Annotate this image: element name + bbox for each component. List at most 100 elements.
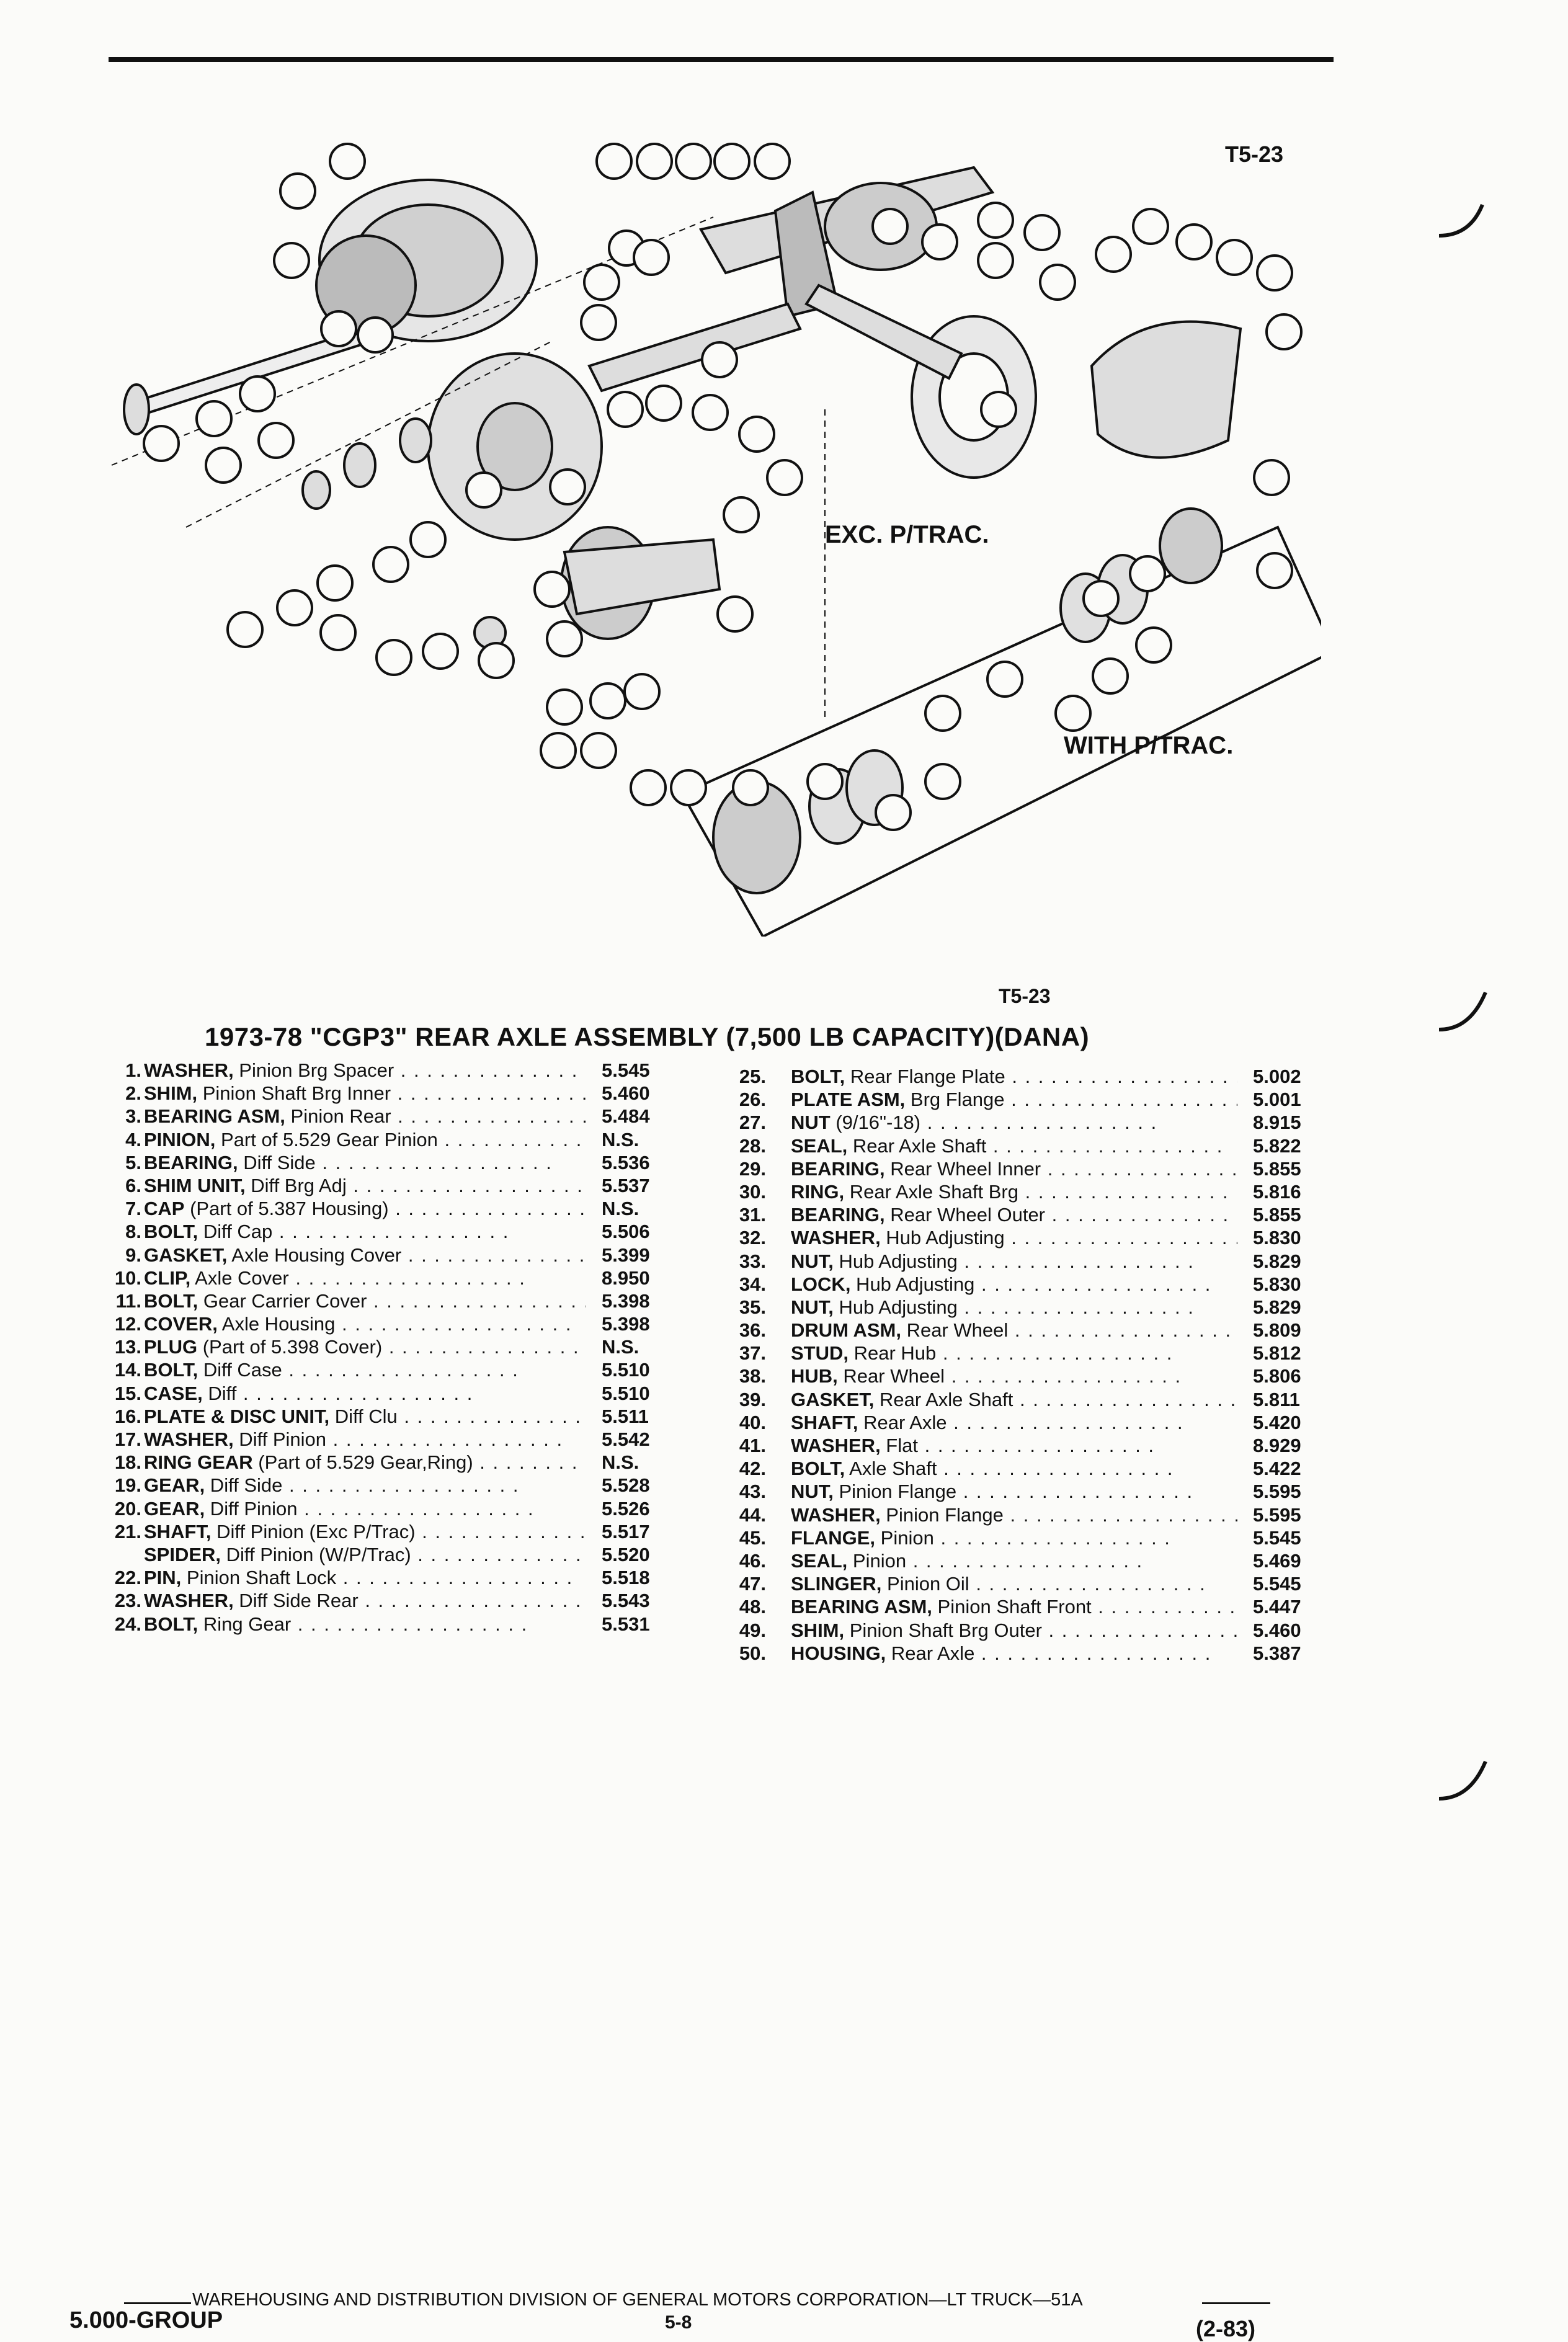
leader-dots: . . . . . . . . . . . . . . . . . . [282,1474,520,1497]
part-description: GEAR, Diff Side . . . . . . . . . . . . … [144,1474,586,1497]
parts-list-row: 49.SHIM, Pinion Shaft Brg Outer . . . . … [723,1619,1321,1642]
leader-dots: . . . . . . . . . . . . . . . . . . [974,1642,1212,1664]
part-name: GASKET, [791,1388,875,1410]
part-detail: Rear Axle Shaft [874,1388,1013,1410]
part-detail: Pinion Oil [881,1573,969,1595]
group-number: 5.469 [1253,1549,1301,1572]
part-detail: Diff Side [238,1151,316,1173]
group-number: 5.510 [602,1359,650,1381]
part-number: 8. [125,1221,141,1243]
part-description: NUT, Hub Adjusting . . . . . . . . . . .… [791,1296,1237,1319]
parts-list-row: 19.GEAR, Diff Side . . . . . . . . . . .… [93,1474,670,1497]
parts-list-row: 1.WASHER, Pinion Brg Spacer . . . . . . … [93,1059,670,1082]
part-number: 11. [115,1289,141,1312]
part-description: LOCK, Hub Adjusting . . . . . . . . . . … [791,1273,1237,1296]
part-name: STUD, [791,1342,849,1365]
parts-list-row: 35.NUT, Hub Adjusting . . . . . . . . . … [723,1296,1321,1319]
part-detail: Diff Clu [329,1405,398,1427]
parts-list-row: 9.GASKET, Axle Housing Cover . . . . . .… [93,1244,670,1267]
part-number: 14. [114,1359,141,1381]
part-detail: Rear Axle Shaft [847,1134,987,1157]
part-description: CLIP, Axle Cover . . . . . . . . . . . .… [144,1267,586,1289]
group-number: 5.460 [602,1082,650,1105]
parts-list-row: 22.PIN, Pinion Shaft Lock . . . . . . . … [93,1566,670,1589]
parts-list-row: 43.NUT, Pinion Flange . . . . . . . . . … [723,1480,1321,1503]
part-description: WASHER, Pinion Brg Spacer . . . . . . . … [144,1059,586,1082]
leader-dots: . . . . . . . . . . . . . . . . . . [272,1221,510,1243]
leader-dots: . . . . . . . . . . . . . . . . . . [335,1313,572,1335]
leader-dots: . . . . . . . . . . . . . . . . . . [1048,1619,1237,1641]
part-detail: Pinion Shaft Brg Inner [197,1082,391,1105]
leader-dots: . . . . . . . . . . . . . . . . . . [326,1428,564,1450]
part-number: 18. [114,1451,141,1474]
group-number: 5.816 [1253,1180,1301,1203]
leader-dots: . . . . . . . . . . . . . . . . . . [969,1573,1206,1595]
part-name: BOLT, [791,1066,845,1087]
group-number: 5.528 [602,1474,650,1497]
part-description: WASHER, Diff Pinion . . . . . . . . . . … [144,1428,586,1451]
leader-dots: . . . . . . . . . . . . . . . . . . [957,1296,1195,1318]
group-number: 5.399 [602,1244,650,1266]
part-description: WASHER, Flat . . . . . . . . . . . . . .… [791,1434,1237,1457]
parts-list-row: 23.WASHER, Diff Side Rear . . . . . . . … [93,1589,670,1612]
part-name: GASKET, [144,1244,228,1266]
part-name: SHAFT, [791,1411,858,1433]
parts-list-row: 33.NUT, Hub Adjusting . . . . . . . . . … [723,1250,1321,1273]
part-detail: Diff Pinion [205,1497,298,1520]
leader-dots: . . . . . . . . . . . . . . . . . . [1051,1204,1237,1226]
parts-list-row: 48.BEARING ASM, Pinion Shaft Front . . .… [723,1595,1321,1618]
part-name: CASE, [144,1382,203,1404]
part-name: SEAL, [791,1134,848,1157]
part-detail: Brg Flange [905,1089,1005,1111]
part-name: COVER, [144,1313,218,1335]
parts-list-row: 15.CASE, Diff . . . . . . . . . . . . . … [93,1382,670,1405]
part-description: BEARING, Rear Wheel Outer . . . . . . . … [791,1203,1237,1226]
part-number: 39. [739,1388,766,1410]
part-name: SEAL, [791,1549,848,1572]
part-name: DRUM ASM, [791,1319,901,1342]
group-number: 5.811 [1253,1388,1300,1410]
parts-list-row: 24.BOLT, Ring Gear . . . . . . . . . . .… [93,1613,670,1636]
group-number: 8.929 [1253,1435,1301,1456]
group-number: 5.806 [1253,1365,1301,1387]
part-number: 34. [739,1273,766,1295]
parts-list-row: 7.CAP (Part of 5.387 Housing) . . . . . … [93,1197,670,1220]
part-detail: Axle Shaft [845,1458,937,1480]
footer-group: 5.000-GROUP [69,2307,223,2333]
part-name: BEARING ASM, [791,1596,932,1618]
part-number: 6. [125,1174,141,1196]
parts-list-row: 5.BEARING, Diff Side . . . . . . . . . .… [93,1151,670,1174]
part-description: BEARING ASM, Pinion Shaft Front . . . . … [791,1595,1237,1618]
group-number: 5.545 [602,1059,650,1081]
part-number: 32. [739,1227,766,1249]
part-detail: Hub Adjusting [833,1250,958,1272]
group-number: 5.545 [1253,1526,1301,1549]
group-number: 5.002 [1253,1066,1301,1087]
leader-dots: . . . . . . . . . . . . . . . . . . [417,1543,586,1565]
leader-dots: . . . . . . . . . . . . . . . . . . [236,1382,474,1404]
part-number: 19. [114,1474,141,1497]
part-detail: Diff Side Rear [233,1590,359,1612]
part-number: 20. [114,1497,141,1520]
part-detail: Axle Housing [217,1313,336,1335]
part-number: 22. [114,1567,141,1589]
group-number: 5.809 [1253,1319,1301,1342]
part-number: 49. [739,1619,766,1641]
part-detail: Pinion Rear [285,1105,391,1128]
part-number: 10. [114,1267,141,1289]
part-detail: Hub Adjusting [880,1227,1005,1249]
part-description: BOLT, Ring Gear . . . . . . . . . . . . … [144,1613,586,1636]
parts-list-left: 1.WASHER, Pinion Brg Spacer . . . . . . … [93,1059,670,1636]
leader-dots: . . . . . . . . . . . . . . . . . . [315,1151,553,1173]
callout-exc-ptrac: EXC. P/TRAC. [825,521,989,548]
part-detail: (9/16"-18) [830,1111,921,1134]
leader-dots: . . . . . . . . . . . . . . . . . . [1003,1503,1237,1526]
part-number: 7. [125,1198,141,1220]
part-detail: Rear Wheel [901,1319,1009,1342]
part-number: 46. [739,1549,766,1572]
part-number: 24. [114,1613,141,1635]
part-number: 26. [739,1089,766,1111]
part-detail: Diff [202,1382,237,1404]
part-detail: (Part of 5.387 Housing) [184,1198,389,1220]
part-detail: Axle Cover [190,1267,289,1289]
